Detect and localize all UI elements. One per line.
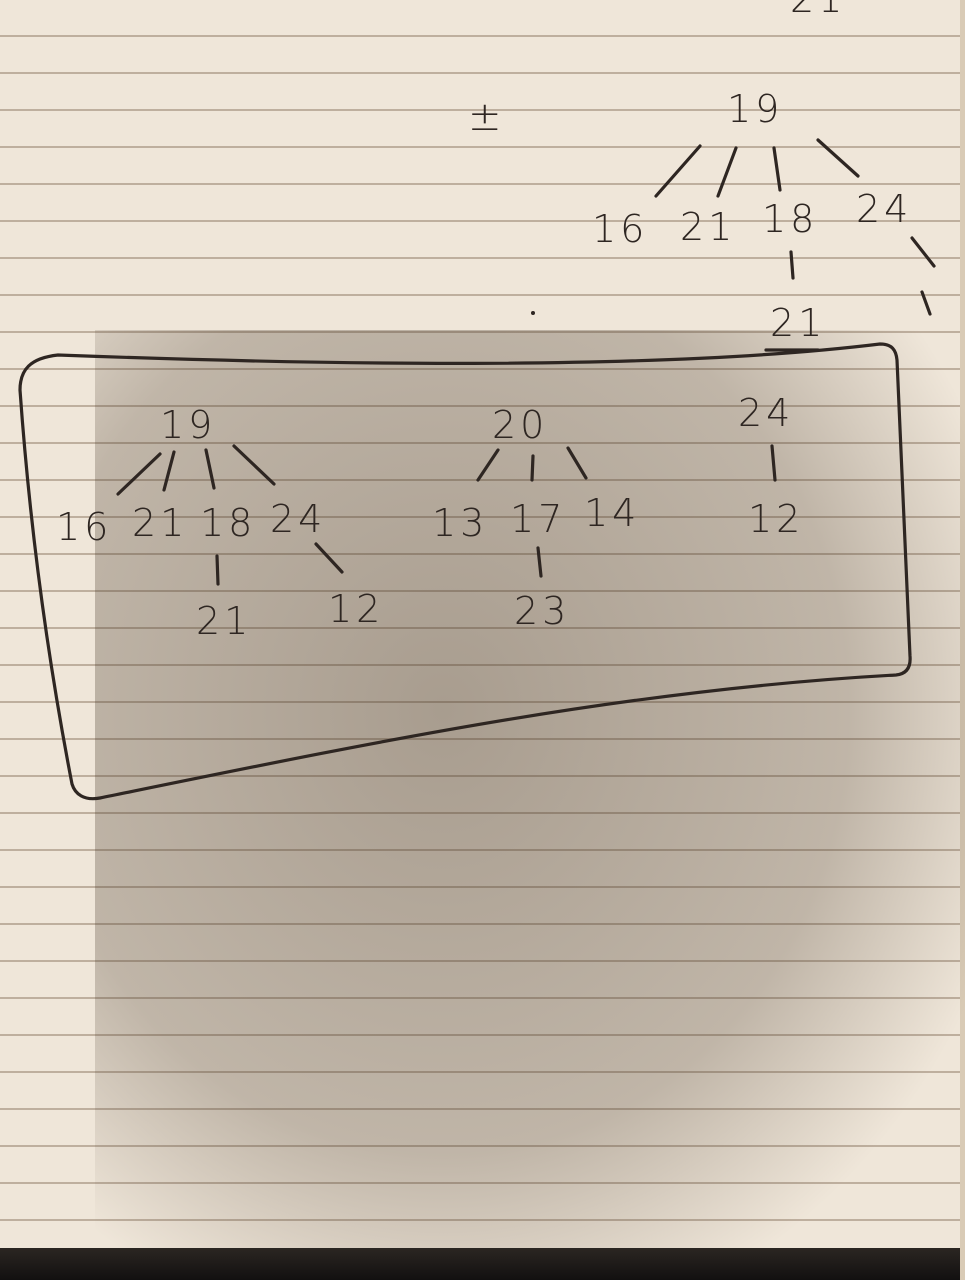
top-tree: 19 16 21 18 24 21 — [592, 87, 936, 345]
top-tree-child-18: 18 — [762, 197, 818, 241]
tree2-child-13: 13 — [432, 501, 488, 545]
top-tree-child-24: 24 — [856, 187, 912, 231]
tree2-root: 20 — [492, 403, 548, 447]
stray-dot — [531, 311, 535, 315]
tree1-edge-24-12 — [314, 542, 344, 574]
tree2-edge-root-14 — [566, 446, 588, 480]
tree1-edge-root-24 — [232, 444, 276, 486]
notebook-bottom-edge — [0, 1248, 960, 1280]
top-tree-child-16: 16 — [592, 207, 648, 251]
tree1-grandchild-12: 12 — [328, 587, 384, 631]
top-scrawl-text: 21 — [790, 0, 846, 21]
tree2-child-14: 14 — [584, 491, 640, 535]
tree2-edge-17-23 — [536, 546, 543, 578]
boxed-tree-1: 19 16 21 18 24 21 12 — [56, 403, 384, 643]
margin-mark: ± — [468, 94, 506, 140]
tree1-child-16: 16 — [56, 505, 112, 549]
top-tree-edge-root-18 — [772, 146, 782, 192]
tree1-edge-root-18 — [204, 448, 216, 490]
tree1-root: 19 — [160, 403, 216, 447]
tree2-edge-root-17 — [530, 454, 535, 482]
tree2-edge-root-13 — [476, 448, 500, 482]
tree3-edge-root-12 — [770, 444, 777, 482]
boxed-tree-2: 20 13 17 14 23 — [432, 403, 640, 633]
tree3-root: 24 — [738, 391, 794, 435]
tree1-child-18: 18 — [200, 501, 256, 545]
tree1-child-21: 21 — [132, 501, 188, 545]
tree2-child-17: 17 — [510, 497, 566, 541]
tree1-grandchild-21: 21 — [196, 599, 252, 643]
tree1-edge-root-16 — [116, 452, 162, 496]
boxed-tree-3: 24 12 — [738, 391, 804, 541]
tree1-edge-18-21 — [215, 554, 220, 586]
top-tree-edge-24-cut — [910, 236, 936, 268]
top-tree-edge-root-21 — [716, 146, 738, 198]
top-tree-root: 19 — [727, 87, 783, 131]
tree1-edge-root-21 — [162, 450, 176, 492]
top-tree-grandchild-21: 21 — [770, 301, 826, 345]
top-tree-edge-root-16 — [654, 144, 702, 198]
tree2-grandchild-23: 23 — [514, 589, 570, 633]
tree1-child-24: 24 — [270, 497, 326, 541]
top-tree-edge-18-21 — [789, 250, 795, 280]
top-tree-edge-root-24 — [816, 138, 860, 178]
tree3-child-12: 12 — [748, 497, 804, 541]
box-outline — [18, 342, 912, 801]
top-tree-edge-cut-2 — [920, 290, 932, 316]
top-tree-child-21: 21 — [680, 205, 736, 249]
